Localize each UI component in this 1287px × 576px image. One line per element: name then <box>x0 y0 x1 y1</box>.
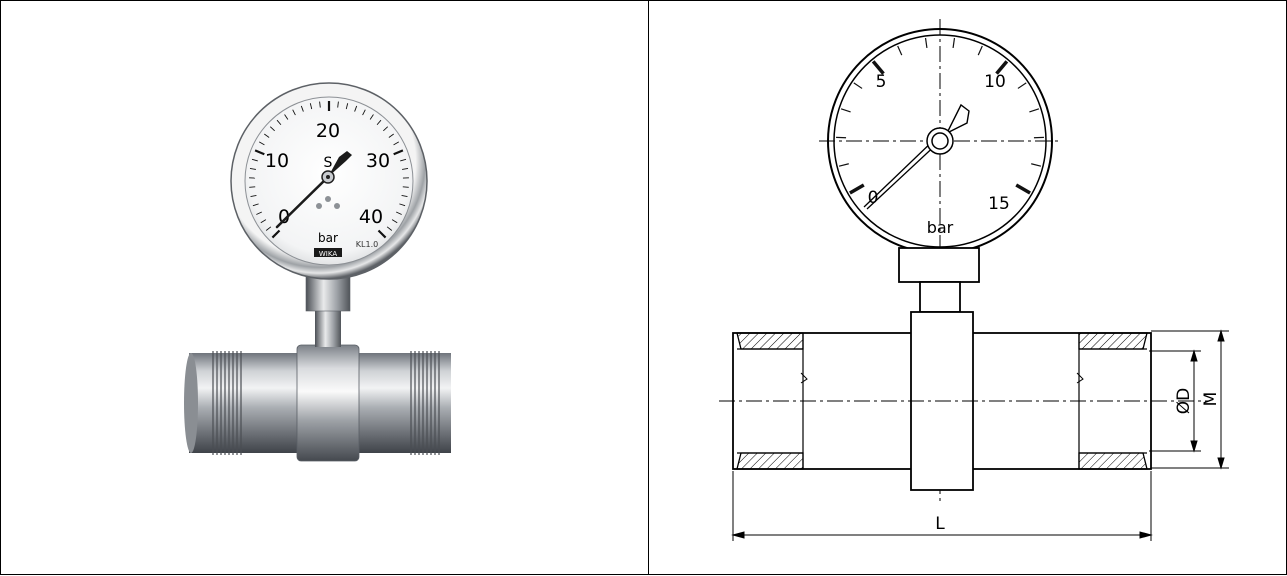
scale-minor-tick <box>369 114 374 120</box>
face-screw-mid <box>325 196 331 202</box>
scale-minor-tick <box>386 226 393 231</box>
scale-minor-tick <box>952 37 956 48</box>
scale-minor-tick <box>260 219 267 224</box>
brand-logo: WIKA <box>319 250 337 258</box>
drawing-gauge-socket <box>898 247 980 283</box>
dimension-m-label: M <box>1201 392 1221 407</box>
scale-minor-tick <box>977 45 983 56</box>
pipe-end-left <box>184 353 198 453</box>
scale-minor-tick <box>249 168 256 170</box>
face-screw-left <box>316 203 322 209</box>
gauge-number-20: 20 <box>316 120 340 142</box>
scale-minor-tick <box>402 168 409 170</box>
dimension-l-label: L <box>935 514 945 534</box>
scale-minor-tick <box>300 105 304 112</box>
break-mark-left <box>800 372 808 384</box>
photo-panel: 0 10 20 30 40 S bar KL1.0 WIKA <box>0 0 649 575</box>
scale-minor-tick <box>838 163 849 167</box>
gauge-stem <box>315 307 341 347</box>
scale-minor-tick <box>376 119 382 126</box>
drawing-gauge-number-10: 10 <box>984 72 1006 92</box>
thread-right <box>410 351 440 455</box>
scale-minor-tick <box>396 211 402 215</box>
scale-major-tick <box>254 149 265 156</box>
scale-major-tick <box>995 60 1009 75</box>
scale-minor-tick <box>251 158 258 162</box>
scale-minor-tick <box>853 82 863 89</box>
drawing-gauge-number-5: 5 <box>876 72 887 92</box>
scale-minor-tick <box>383 126 389 132</box>
scale-minor-tick <box>399 203 406 207</box>
scale-minor-tick <box>264 133 270 138</box>
scale-minor-tick <box>337 101 339 108</box>
technical-drawing: 0 5 10 15 bar <box>719 19 1229 541</box>
gauge-photo: 0 10 20 30 40 S bar KL1.0 WIKA <box>184 82 451 462</box>
scale-minor-tick <box>400 158 407 162</box>
scale-major-tick <box>393 149 404 156</box>
drawing-gauge-unit: bar <box>927 218 954 237</box>
drawing-gauge-stem <box>919 281 961 313</box>
scale-minor-tick <box>250 194 257 198</box>
gauge-number-10: 10 <box>265 150 289 172</box>
scale-minor-tick <box>362 109 366 116</box>
dimension-l <box>731 471 1153 541</box>
scale-minor-tick <box>256 211 262 215</box>
gauge-number-30: 30 <box>366 150 390 172</box>
drawing-gauge-number-15: 15 <box>988 194 1010 214</box>
gauge-scale <box>249 101 409 239</box>
gauge-unit: bar <box>318 231 338 245</box>
scale-minor-tick <box>276 119 282 126</box>
scale-minor-tick <box>1031 163 1042 167</box>
class-mark: KL1.0 <box>356 240 378 249</box>
scale-minor-tick <box>840 108 851 113</box>
scale-minor-tick <box>319 101 321 108</box>
scale-major-tick <box>1015 183 1031 195</box>
face-screw-right <box>334 203 340 209</box>
drawing-gauge-scale <box>836 37 1044 195</box>
scale-minor-tick <box>252 203 259 207</box>
break-mark-right <box>1076 372 1084 384</box>
scale-minor-tick <box>309 103 313 110</box>
scale-minor-tick <box>897 45 903 56</box>
gauge-pointer <box>275 151 352 229</box>
scale-minor-tick <box>391 219 398 224</box>
scale-major-tick <box>271 229 281 239</box>
drawing-panel: 0 5 10 15 bar <box>648 0 1287 575</box>
scale-minor-tick <box>265 226 272 231</box>
drawing-gauge-pointer <box>863 103 970 210</box>
scale-minor-tick <box>924 37 928 48</box>
scale-major-tick <box>377 229 387 239</box>
gauge-number-40: 40 <box>359 206 383 228</box>
scale-minor-tick <box>292 109 296 116</box>
hatch-sections <box>736 332 1148 470</box>
scale-minor-tick <box>393 141 400 146</box>
scale-minor-tick <box>1029 108 1040 113</box>
scale-major-tick <box>871 60 885 75</box>
brand-badge <box>314 248 342 257</box>
scale-minor-tick <box>258 141 265 146</box>
pipe-collar <box>296 344 360 462</box>
scale-minor-tick <box>269 126 275 132</box>
gauge-socket <box>305 274 351 312</box>
dimension-d-label: ØD <box>1174 388 1194 414</box>
dial-mark: S <box>324 155 333 171</box>
scale-minor-tick <box>1017 82 1027 89</box>
scale-minor-tick <box>284 114 289 120</box>
scale-minor-tick <box>401 194 408 198</box>
scale-minor-tick <box>345 103 349 110</box>
scale-major-tick <box>849 183 865 195</box>
dimension-m <box>1151 329 1229 470</box>
scale-minor-tick <box>388 133 394 138</box>
dimension-d <box>1149 349 1201 453</box>
scale-minor-tick <box>354 105 358 112</box>
thread-left <box>212 351 242 455</box>
